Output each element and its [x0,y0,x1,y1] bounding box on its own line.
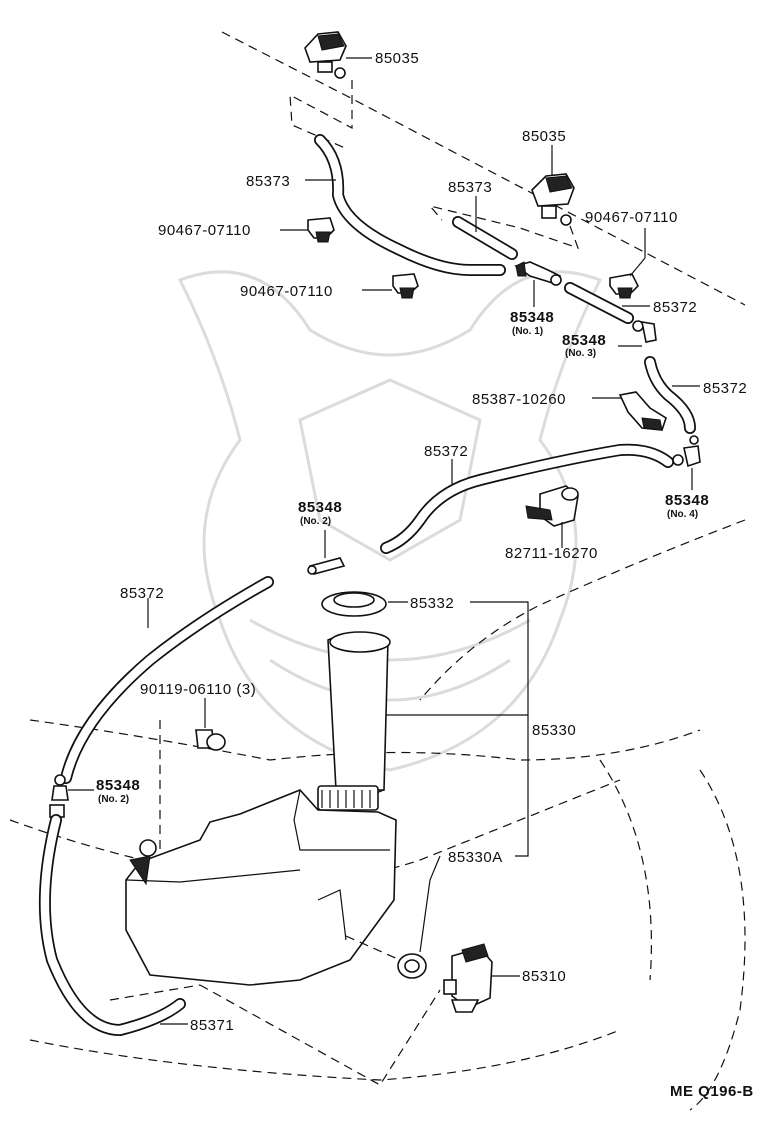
joint-85348-no3 [632,320,657,343]
label-joint-no2-lower-sub: (No. 2) [98,794,129,805]
diagram-code: ME Q196-B [670,1083,754,1100]
watermark-logo [177,270,603,772]
label-hose-right-side: 85372 [703,380,747,397]
hose-85373-mid [452,216,518,260]
label-joint-no3: 85348 [562,332,606,349]
label-nozzle-top: 85035 [375,50,419,67]
label-hose-mid: 85373 [448,179,492,196]
grommet-85330a [397,953,427,979]
hose-clip-right [609,273,639,299]
label-joint-no1: 85348 [510,309,554,326]
label-bolt: 90119-06110 (3) [140,681,256,698]
bracket-85387 [618,391,667,431]
label-grommet: 85330A [448,849,503,866]
washer-pump-85310 [443,943,493,1013]
hose-clip-left-lower [392,273,419,299]
hose-85372-right-side [644,356,696,434]
label-joint-no2-upper: 85348 [298,499,342,516]
label-nozzle-right: 85035 [522,128,566,145]
washer-tank-85330 [125,631,397,986]
hose-85372-left-long [60,576,274,784]
body-outline [9,31,746,1111]
label-hose-left: 85373 [246,173,290,190]
bolt-90119 [195,729,226,751]
label-tank-assembly: 85330 [532,722,576,739]
washer-nozzle-left [304,31,347,79]
label-clip-right: 90467-07110 [585,209,678,226]
hose-85372-upper-right [564,282,634,324]
hose-85373-left [314,134,506,276]
joint-85348-no2-upper [307,557,346,575]
hose-clip-left-upper [307,217,335,243]
label-hose-left-long: 85372 [120,585,164,602]
joint-85348-no2-lower [49,774,69,818]
washer-nozzle-right [531,173,575,226]
label-bracket: 85387-10260 [472,391,566,408]
label-clip-left-lower: 90467-07110 [240,283,333,300]
label-joint-no3-sub: (No. 3) [565,348,596,359]
label-pump: 85310 [522,968,566,985]
label-joint-no1-sub: (No. 1) [512,326,543,337]
label-hose-center: 85372 [424,443,468,460]
joint-85348-no4 [672,435,701,468]
label-joint-no4: 85348 [665,492,709,509]
joint-85348-no1 [514,261,562,286]
label-hose-bottom: 85371 [190,1017,234,1034]
hose-85372-center [380,443,674,554]
label-joint-no2-upper-sub: (No. 2) [300,516,331,527]
level-sensor-82711 [525,485,579,527]
label-sensor: 82711-16270 [505,545,598,562]
label-cap: 85332 [410,595,454,612]
label-joint-no2-lower: 85348 [96,777,140,794]
tank-cap-85332 [321,591,387,617]
label-hose-right-upper: 85372 [653,299,697,316]
hose-85371 [38,814,186,1037]
label-clip-left-upper: 90467-07110 [158,222,251,239]
label-joint-no4-sub: (No. 4) [667,509,698,520]
